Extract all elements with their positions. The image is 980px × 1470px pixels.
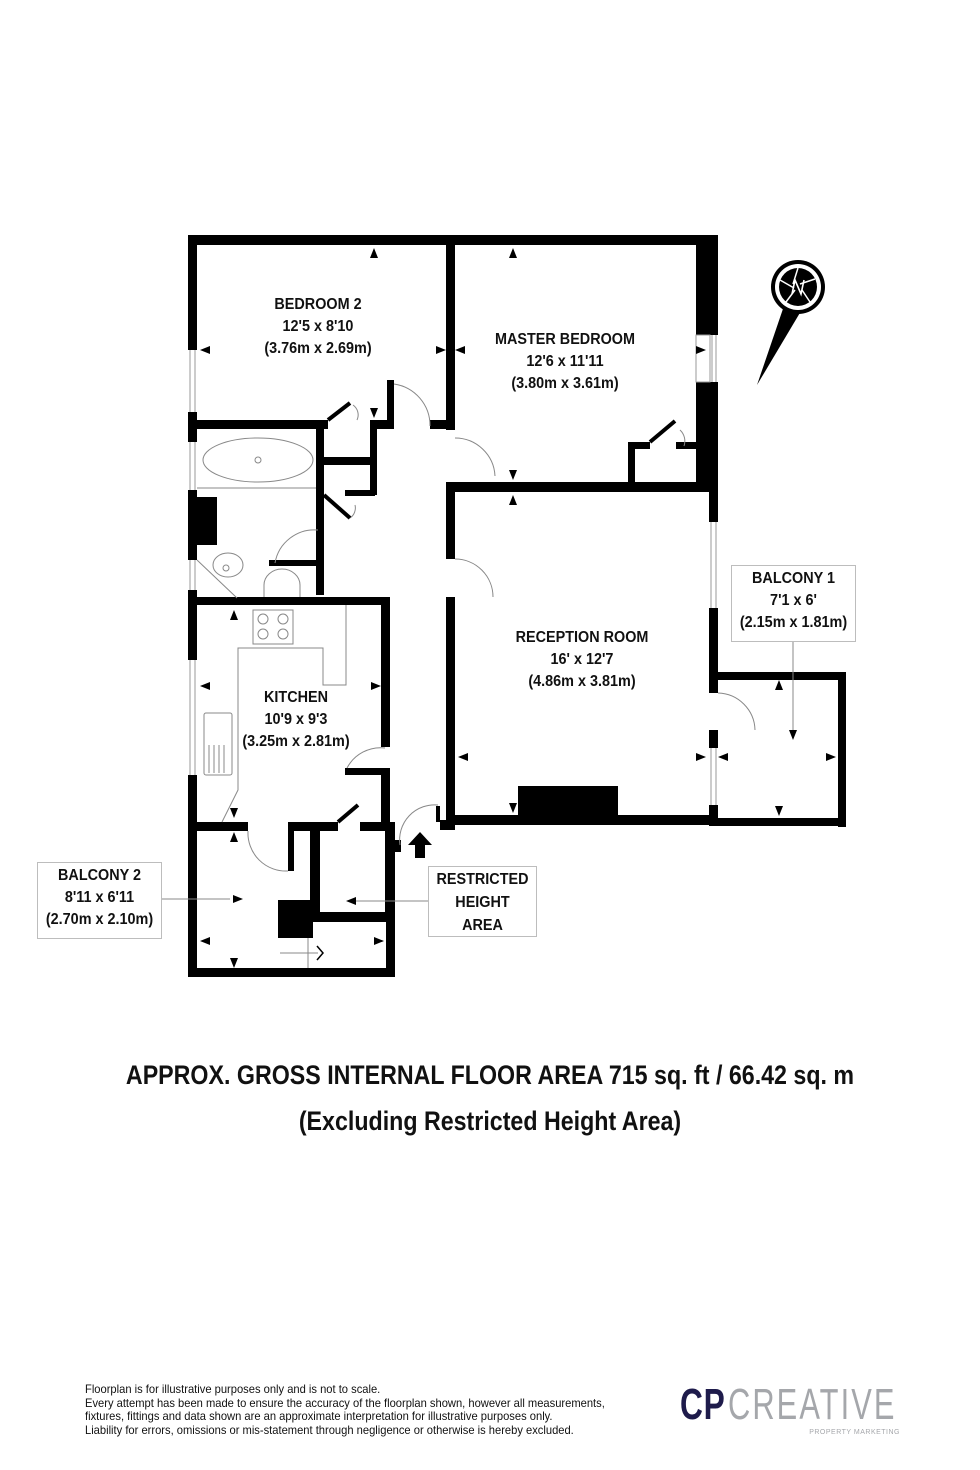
callout-line: RESTRICTED [436, 871, 529, 888]
room-name: MASTER BEDROOM [494, 331, 636, 348]
logo-creative: CREATIVE [728, 1380, 897, 1429]
cp-creative-logo: CP CREATIVE PROPERTY MARKETING [680, 1383, 905, 1443]
disclaimer-line: Every attempt has been made to ensure th… [85, 1395, 605, 1410]
room-size-metric: (3.76m x 2.69m) [264, 340, 372, 357]
callout-size-imperial: 7'1 x 6' [770, 592, 817, 609]
callout-name: BALCONY 2 [58, 867, 141, 884]
room-label-kitchen: KITCHEN 10'9 x 9'3 (3.25m x 2.81m) [206, 687, 386, 753]
floorplan-drawing [160, 235, 846, 977]
callout-size-metric: (2.70m x 2.10m) [45, 911, 154, 928]
logo-tagline: PROPERTY MARKETING [809, 1429, 900, 1436]
room-size-imperial: 12'5 x 8'10 [282, 318, 354, 335]
room-size-imperial: 16' x 12'7 [550, 651, 614, 668]
disclaimer: Floorplan is for illustrative purposes o… [85, 1382, 605, 1437]
callout-size-metric: (2.15m x 1.81m) [739, 614, 848, 631]
room-size-metric: (3.80m x 3.61m) [511, 375, 619, 392]
room-size-imperial: 12'6 x 11'11 [526, 353, 604, 370]
room-name: BEDROOM 2 [274, 296, 362, 313]
room-label-bedroom-2: BEDROOM 2 12'5 x 8'10 (3.76m x 2.69m) [228, 294, 408, 360]
north-compass-icon [757, 260, 825, 385]
gross-floor-area-subtitle: (Excluding Restricted Height Area) [298, 1106, 682, 1136]
callout-restricted-height-area: RESTRICTED HEIGHT AREA [428, 866, 537, 937]
callout-size-imperial: 8'11 x 6'11 [64, 889, 135, 906]
room-size-metric: (4.86m x 3.81m) [528, 673, 636, 690]
room-size-imperial: 10'9 x 9'3 [264, 711, 328, 728]
room-name: KITCHEN [263, 689, 328, 706]
room-size-metric: (3.25m x 2.81m) [242, 733, 350, 750]
callout-balcony-2: BALCONY 2 8'11 x 6'11 (2.70m x 2.10m) [37, 862, 162, 939]
gross-floor-area-title: APPROX. GROSS INTERNAL FLOOR AREA 715 sq… [125, 1060, 855, 1090]
room-label-reception-room: RECEPTION ROOM 16' x 12'7 (4.86m x 3.81m… [492, 627, 672, 693]
disclaimer-line: Liability for errors, omissions or mis-s… [85, 1422, 574, 1437]
room-name: RECEPTION ROOM [515, 629, 649, 646]
entrance-arrow-icon [408, 832, 432, 858]
callout-balcony-1: BALCONY 1 7'1 x 6' (2.15m x 1.81m) [731, 565, 856, 642]
disclaimer-line: fixtures, fittings and data shown are an… [85, 1409, 553, 1423]
callout-name: BALCONY 1 [752, 570, 835, 587]
callout-line: AREA [462, 917, 503, 934]
logo-cp: CP [680, 1380, 726, 1429]
room-label-master-bedroom: MASTER BEDROOM 12'6 x 11'11 (3.80m x 3.6… [475, 329, 655, 395]
callout-line: HEIGHT [455, 894, 510, 911]
disclaimer-line: Floorplan is for illustrative purposes o… [85, 1382, 381, 1396]
